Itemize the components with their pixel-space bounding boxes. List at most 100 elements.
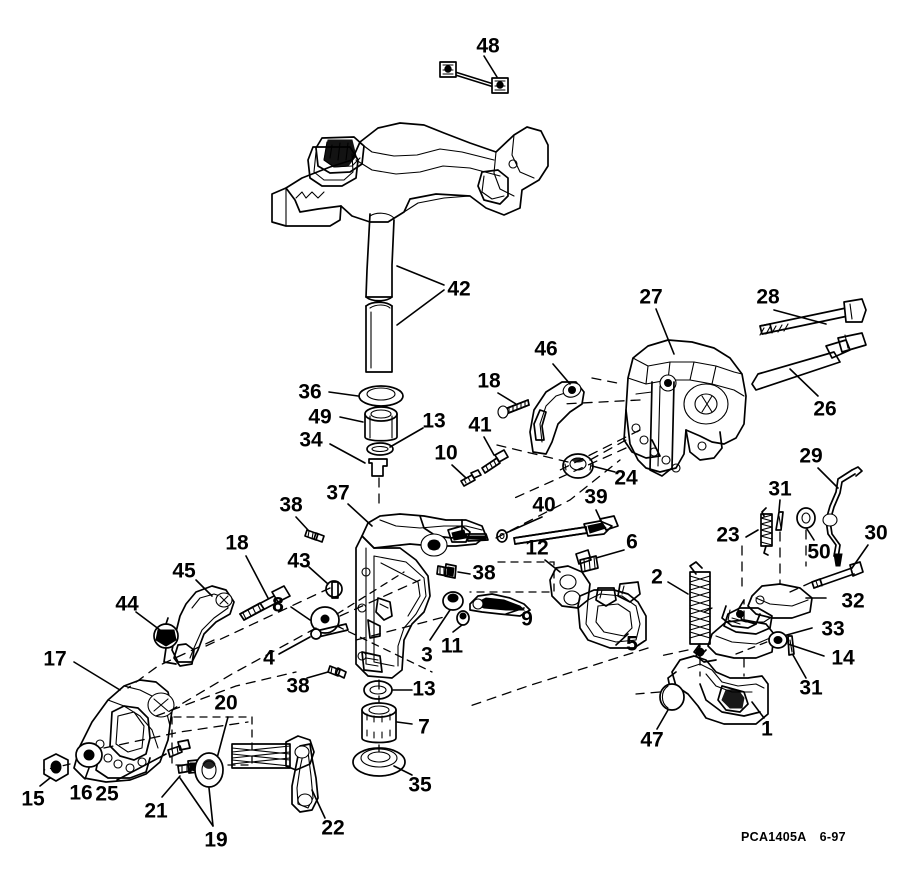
part-19-washer-pair <box>179 752 224 827</box>
callout-7: 7 <box>418 715 430 739</box>
callout-15: 15 <box>21 787 45 811</box>
part-39-tilt-lever-rod <box>513 509 619 545</box>
part-42-swivel-bracket <box>271 122 549 373</box>
callout-50: 50 <box>807 540 831 564</box>
callout-21: 21 <box>144 799 168 823</box>
part-41-screw <box>481 436 509 474</box>
part-4-rod <box>278 623 349 655</box>
part-23-latch-spring <box>745 507 773 556</box>
callout-12: 12 <box>525 536 549 560</box>
part-38-screw-lower <box>306 665 347 679</box>
part-16-washer <box>43 742 103 780</box>
callout-29: 29 <box>799 444 823 468</box>
callout-19: 19 <box>204 828 228 852</box>
part-35-lower-seal <box>352 747 413 777</box>
callout-18-upper: 18 <box>477 369 501 393</box>
assembly-alignment-lines <box>103 377 813 753</box>
callout-26: 26 <box>813 397 837 421</box>
part-22-tilt-lever-handle <box>231 735 326 819</box>
callout-13-upper: 13 <box>422 409 446 433</box>
part-17-port-stern-bracket <box>73 661 175 783</box>
part-31-cotter-pin-upper <box>775 499 784 531</box>
part-28-thru-bolt <box>759 298 867 336</box>
callout-41: 41 <box>468 413 492 437</box>
callout-34: 34 <box>299 428 323 452</box>
callout-22: 22 <box>321 816 345 840</box>
callout-2: 2 <box>651 565 663 589</box>
part-12-link-plate <box>544 559 591 609</box>
part-13-o-ring-upper <box>366 427 424 456</box>
callout-44: 44 <box>115 592 139 616</box>
part-24-bushing <box>562 453 616 479</box>
part-9-lever <box>469 593 531 617</box>
callout-40: 40 <box>532 493 556 517</box>
part-43-pin <box>308 566 343 599</box>
part-36-upper-seal <box>328 385 404 407</box>
part-5-latch-bracket <box>577 581 647 649</box>
callout-38-upper-left: 38 <box>279 493 303 517</box>
callout-16: 16 <box>69 781 93 805</box>
callout-30: 30 <box>864 521 888 545</box>
part-44-nut <box>135 611 179 649</box>
callout-46: 46 <box>534 337 558 361</box>
part-46-steering-arm-bracket <box>529 363 585 455</box>
callout-49: 49 <box>308 405 332 429</box>
footer-date-code: 6-97 <box>819 830 846 844</box>
part-14-nut <box>735 631 825 657</box>
callout-14: 14 <box>831 646 855 670</box>
callout-33: 33 <box>821 617 845 641</box>
part-48-steering-link <box>439 55 509 94</box>
part-38-screw-center <box>436 561 555 593</box>
part-18-screw-left <box>239 555 291 621</box>
callout-31-upper: 31 <box>768 477 792 501</box>
part-50-washer <box>796 507 816 541</box>
part-3-bushing <box>429 591 464 641</box>
part-7-lower-bushing <box>361 702 413 744</box>
callout-23: 23 <box>716 523 740 547</box>
part-37-swivel-housing <box>347 503 489 679</box>
callout-3: 3 <box>421 643 433 667</box>
footer-part-number: PCA1405A <box>741 830 807 844</box>
part-27-starboard-stern-bracket <box>623 308 747 477</box>
callout-47: 47 <box>640 728 664 752</box>
callout-36: 36 <box>298 380 322 404</box>
callout-11: 11 <box>440 634 464 658</box>
callout-43: 43 <box>287 549 311 573</box>
callout-42: 42 <box>447 277 471 301</box>
callout-31-lower: 31 <box>799 676 823 700</box>
part-45-steering-arm-left <box>163 579 235 667</box>
callout-17: 17 <box>43 647 67 671</box>
part-8-pivot <box>290 571 433 673</box>
part-31-cotter-pin-lower <box>787 635 807 679</box>
part-26-tilt-rod <box>751 332 867 397</box>
part-2-tilt-spring <box>667 561 711 657</box>
callout-35: 35 <box>408 773 432 797</box>
callout-27: 27 <box>639 285 663 309</box>
callout-10: 10 <box>434 441 458 465</box>
callout-38-center: 38 <box>472 561 496 585</box>
callout-8: 8 <box>272 593 284 617</box>
callout-6: 6 <box>626 530 638 554</box>
part-29-lock-rod <box>817 466 863 567</box>
callout-20: 20 <box>214 691 238 715</box>
part-34-retainer-clip <box>329 443 388 477</box>
part-18-screw-upper <box>497 392 530 419</box>
part-32-latch-upper-plate <box>721 583 827 629</box>
callout-38-lower: 38 <box>286 674 310 698</box>
callout-18-left: 18 <box>225 531 249 555</box>
callout-25: 25 <box>95 782 119 806</box>
part-1-reverse-lock-lever <box>667 655 769 725</box>
callout-37: 37 <box>326 481 350 505</box>
part-49-upper-bushing <box>339 406 398 442</box>
diagram-footer: PCA1405A 6-97 <box>741 830 846 844</box>
part-38-screw-upper-left <box>295 516 325 543</box>
callout-45: 45 <box>172 559 196 583</box>
callout-5: 5 <box>626 632 638 656</box>
callout-9: 9 <box>521 607 533 631</box>
callout-4: 4 <box>263 646 275 670</box>
callout-48: 48 <box>476 34 500 58</box>
callout-39: 39 <box>584 485 608 509</box>
callout-13-lower: 13 <box>412 677 436 701</box>
